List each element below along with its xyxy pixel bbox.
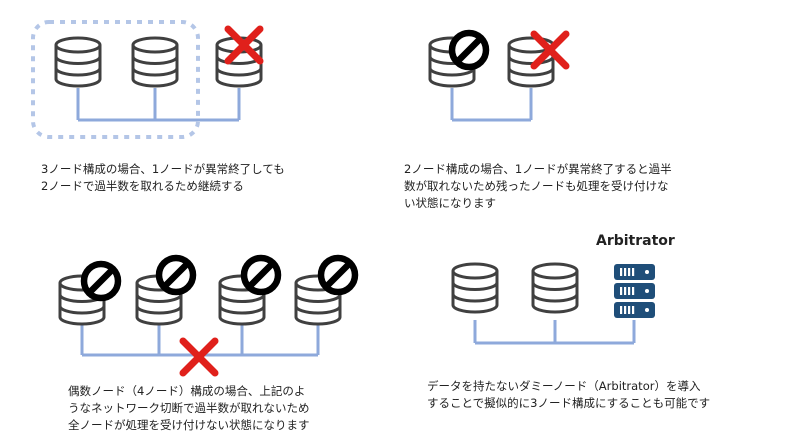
prohibited-icon <box>452 33 486 67</box>
prohibited-icon <box>159 258 193 292</box>
prohibited-icon <box>84 264 118 298</box>
prohibited-icon <box>321 258 355 292</box>
server-rack-icon <box>614 264 655 318</box>
red-x-icon <box>183 341 215 373</box>
scenario-arbitrator <box>451 262 655 345</box>
caption-line: 数が取れないため残ったノードも処理を受け付けな <box>404 179 669 193</box>
scenario-four-node-split <box>58 258 355 373</box>
arbitrator-label: Arbitrator <box>596 233 675 249</box>
database-icon <box>531 262 579 314</box>
caption-line: することで擬似的に3ノード構成にすることも可能です <box>427 396 711 410</box>
caption-line: データを持たないダミーノード（Arbitrator）を導入 <box>427 379 701 393</box>
caption-line: 2ノードで過半数を取れるため継続する <box>41 179 244 193</box>
caption-line: うなネットワーク切断で過半数が取れないため <box>68 401 310 415</box>
caption-line: 全ノードが処理を受け付けない状態になります <box>68 418 310 432</box>
caption-line: 3ノード構成の場合、1ノードが異常終了しても <box>41 162 285 176</box>
database-icon <box>131 36 179 88</box>
scenario-three-node <box>31 20 261 139</box>
database-icon <box>54 36 102 88</box>
caption-line: 偶数ノード（4ノード）構成の場合、上記のよ <box>68 384 306 398</box>
caption-line: い状態になります <box>404 196 496 210</box>
prohibited-icon <box>244 258 278 292</box>
caption-three-node: 3ノード構成の場合、1ノードが異常終了しても 2ノードで過半数を取れるため継続す… <box>41 161 285 195</box>
caption-two-node: 2ノード構成の場合、1ノードが異常終了すると過半 数が取れないため残ったノードも… <box>404 161 672 212</box>
scenario-two-node <box>428 33 566 122</box>
caption-four-node-split: 偶数ノード（4ノード）構成の場合、上記のよ うなネットワーク切断で過半数が取れな… <box>68 383 310 434</box>
database-icon <box>451 262 499 314</box>
caption-arbitrator: データを持たないダミーノード（Arbitrator）を導入 することで擬似的に3… <box>427 378 710 412</box>
surviving-majority-group <box>31 20 200 139</box>
caption-line: 2ノード構成の場合、1ノードが異常終了すると過半 <box>404 162 672 176</box>
